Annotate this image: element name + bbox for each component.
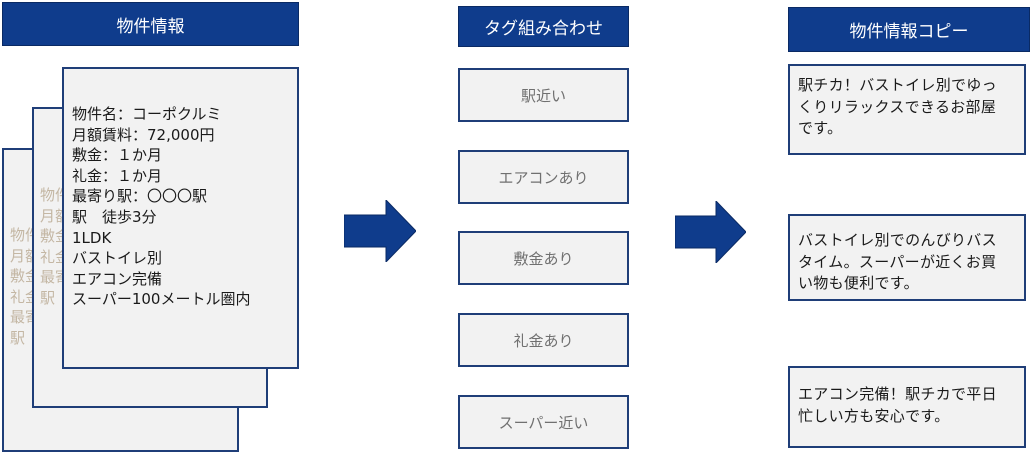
tag-box: 敷金あり	[458, 231, 629, 285]
right-arrow-icon	[675, 201, 746, 263]
property-sheet-back-text: 物件 月額 敷金 礼金 最寄 駅	[10, 226, 32, 347]
copy-line: タイム。スーパーが近くお買	[798, 252, 997, 271]
tag-box: 礼金あり	[458, 313, 629, 367]
copy-box: 駅チカ！バストイレ別でゆっ くりリラックスできるお部屋 です。	[788, 64, 1026, 155]
copy-line: 忙しい方も安心です。	[798, 406, 950, 425]
header-property-copy: 物件情報コピー	[788, 7, 1030, 52]
property-info-line: 敷金：１か月	[72, 146, 163, 165]
tag-box: エアコンあり	[458, 150, 629, 204]
property-info-line: スーパー100メートル圏内	[72, 290, 251, 309]
copy-line: です。	[798, 119, 843, 137]
property-sheet-front	[62, 67, 299, 369]
property-info-line: 礼金：１か月	[72, 166, 163, 185]
copy-line: 駅チカ！バストイレ別でゆっ	[798, 76, 997, 94]
property-info-line: バストイレ別	[72, 249, 163, 268]
property-info-line: 月額賃料：72,000円	[72, 125, 215, 144]
right-arrow-icon	[344, 200, 416, 262]
copy-box: エアコン完備！駅チカで平日 忙しい方も安心です。	[788, 366, 1026, 448]
property-info-line: 物件名：コーポクルミ	[72, 105, 222, 123]
copy-line: エアコン完備！駅チカで平日	[798, 385, 997, 403]
copy-line: い物も便利です。	[798, 274, 919, 292]
property-info-line: 駅 徒歩3分	[72, 207, 157, 226]
tag-box: スーパー近い	[458, 395, 629, 449]
copy-box: バストイレ別でのんびりバス タイム。スーパーが近くお買 い物も便利です。	[788, 214, 1026, 301]
property-info-line: 1LDK	[72, 228, 112, 247]
header-property-info: 物件情報	[2, 2, 299, 46]
property-info-line: エアコン完備	[72, 269, 163, 288]
tag-box: 駅近い	[458, 68, 629, 122]
property-info-line: 最寄り駅：〇〇〇駅	[72, 187, 208, 206]
copy-line: くりリラックスできるお部屋	[798, 97, 997, 116]
property-info-list: 物件名：コーポクルミ 月額賃料：72,000円 敷金：１か月 礼金：１か月 最寄…	[72, 104, 250, 310]
header-tag-combination: タグ組み合わせ	[458, 6, 629, 47]
property-sheet-middle-text: 物件 月額 敷金 礼金 最寄 駅	[40, 186, 62, 307]
copy-line: バストイレ別でのんびりバス	[798, 231, 997, 249]
